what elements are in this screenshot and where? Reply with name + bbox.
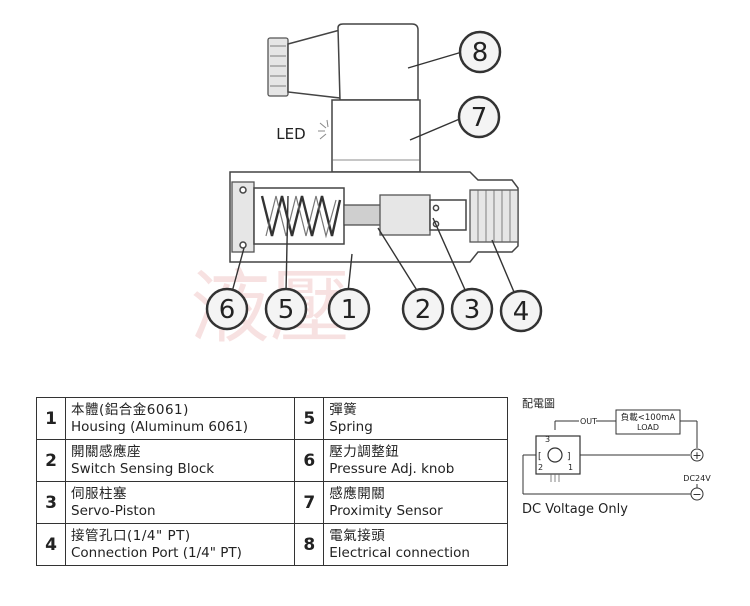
- svg-text:7: 7: [471, 103, 488, 133]
- svg-text:+: +: [692, 449, 701, 462]
- led-label: LED: [276, 125, 305, 143]
- svg-text:負載<100mA: 負載<100mA: [621, 412, 676, 423]
- part-number: 1: [36, 397, 66, 440]
- svg-text:]: ]: [567, 452, 571, 462]
- load-box: [615, 409, 681, 435]
- part-number: 5: [294, 397, 325, 440]
- leader-lines: [231, 51, 515, 293]
- svg-text:2: 2: [538, 463, 543, 472]
- dc-voltage-note: DC Voltage Only: [522, 502, 628, 517]
- svg-text:1: 1: [341, 295, 358, 325]
- svg-text:DC24V: DC24V: [683, 474, 711, 483]
- svg-text:8: 8: [472, 38, 489, 68]
- table-row: 4 接管孔口(1/4" PT)Connection Port (1/4" PT)…: [36, 523, 508, 566]
- part-number: 2: [36, 439, 66, 482]
- wiring-title: 配電圖: [522, 397, 555, 410]
- callout-5: 5: [264, 287, 308, 331]
- proximity-sensor: [331, 99, 421, 173]
- out-label: OUT: [580, 417, 597, 426]
- svg-text:4: 4: [513, 297, 530, 327]
- callout-7: 7: [457, 95, 501, 139]
- callout-3: 3: [450, 287, 494, 331]
- table-row: 1 本體(鋁合金6061)Housing (Aluminum 6061) 5 彈…: [36, 397, 508, 440]
- part-description: 接管孔口(1/4" PT)Connection Port (1/4" PT): [64, 523, 296, 566]
- callout-6: 6: [205, 287, 249, 331]
- callout-4: 4: [499, 289, 543, 333]
- svg-text:LOAD: LOAD: [637, 423, 659, 432]
- connection-port: [469, 189, 519, 243]
- part-number: 8: [294, 523, 325, 566]
- callout-8: 8: [458, 30, 502, 74]
- electrical-connector: [267, 23, 419, 101]
- part-number: 4: [36, 523, 66, 566]
- led-glow-icon: [318, 119, 329, 140]
- svg-text:3: 3: [545, 435, 550, 444]
- svg-text:1: 1: [568, 463, 573, 472]
- part-description: 本體(鋁合金6061)Housing (Aluminum 6061): [64, 397, 296, 440]
- svg-text:2: 2: [415, 295, 432, 325]
- svg-text:5: 5: [278, 295, 295, 325]
- part-number: 7: [294, 481, 325, 524]
- svg-text:3: 3: [464, 295, 481, 325]
- callout-2: 2: [401, 287, 445, 331]
- svg-text:−: −: [692, 488, 701, 501]
- svg-text:[: [: [538, 452, 542, 462]
- parts-table: 1 本體(鋁合金6061)Housing (Aluminum 6061) 5 彈…: [36, 397, 508, 566]
- spring: [260, 195, 342, 239]
- plus-terminal-icon: [690, 448, 704, 462]
- part-number: 6: [294, 439, 325, 482]
- svg-text:6: 6: [219, 295, 236, 325]
- callout-1: 1: [327, 287, 371, 331]
- part-number: 3: [36, 481, 66, 524]
- wiring-diagram: 配電圖 3 2 1 [ ] OUT 負載<100mA LOAD + DC24V …: [522, 397, 711, 501]
